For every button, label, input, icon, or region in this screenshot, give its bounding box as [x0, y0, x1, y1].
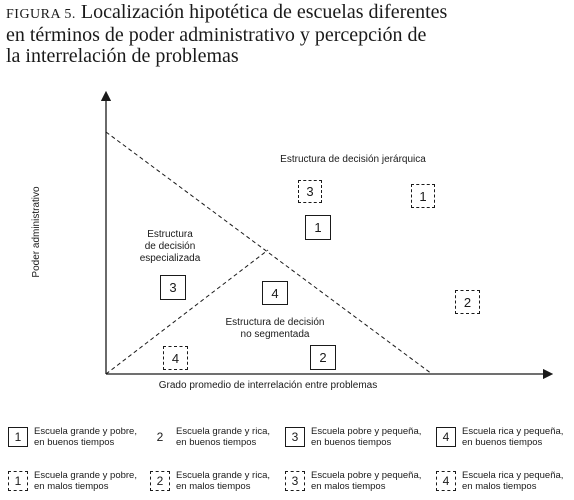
x-axis-label: Grado promedio de interrelación entre pr… [158, 380, 378, 391]
legend-box: 3 [285, 471, 305, 491]
marker-2-bad-times: 2 [455, 290, 480, 314]
marker-1-bad-times: 1 [411, 184, 435, 208]
legend-item-2-good: 2 Escuela grande y rica,en buenos tiempo… [150, 426, 270, 448]
marker-1-good-times: 1 [305, 215, 331, 240]
title-line-2: en términos de poder administrativo y pe… [6, 24, 427, 46]
region-label-specialized: Estructura de decisión especializada [139, 229, 201, 264]
title-line-1: Localización hipotética de escuelas dife… [80, 1, 448, 23]
marker-2-good-times: 2 [310, 345, 336, 370]
marker-3-bad-times: 3 [298, 180, 322, 203]
region-label-hierarchical: Estructura de decisión jerárquica [280, 154, 426, 165]
diagonal-boundary [105, 131, 433, 375]
legend-box: 4 [436, 427, 456, 447]
legend-item-1-bad: 1 Escuela grande y pobre,en malos tiempo… [8, 470, 137, 492]
legend-item-2-bad: 2 Escuela grande y rica,en malos tiempos [150, 470, 270, 492]
y-axis-label: Poder administrativo [31, 186, 42, 278]
legend-box: 2 [156, 430, 164, 444]
legend-box: 2 [150, 471, 170, 491]
figure-number: FIGURA 5. [6, 7, 76, 22]
legend-box: 1 [8, 471, 28, 491]
marker-3-good-times: 3 [160, 275, 186, 300]
legend-item-4-bad: 4 Escuela rica y pequeña,en malos tiempo… [436, 470, 563, 492]
legend-item-4-good: 4 Escuela rica y pequeña,en buenos tiemp… [436, 426, 563, 448]
region-label-unsegmented: Estructura de decisión no segmentada [225, 317, 325, 340]
title-line-3: la interrelación de problemas [6, 45, 239, 67]
legend-item-3-good: 3 Escuela pobre y pequeña,en buenos tiem… [285, 426, 421, 448]
marker-4-good-times: 4 [262, 281, 288, 305]
legend-box: 1 [8, 427, 28, 447]
legend-item-1-good: 1 Escuela grande y pobre,en buenos tiemp… [8, 426, 137, 448]
figure-title: FIGURA 5. Localización hipotética de esc… [6, 2, 566, 67]
legend-item-3-bad: 3 Escuela pobre y pequeña,en malos tiemp… [285, 470, 421, 492]
lower-boundary [105, 249, 269, 375]
marker-4-bad-times: 4 [163, 346, 188, 370]
legend-box: 4 [436, 471, 456, 491]
legend-box: 3 [285, 427, 305, 447]
